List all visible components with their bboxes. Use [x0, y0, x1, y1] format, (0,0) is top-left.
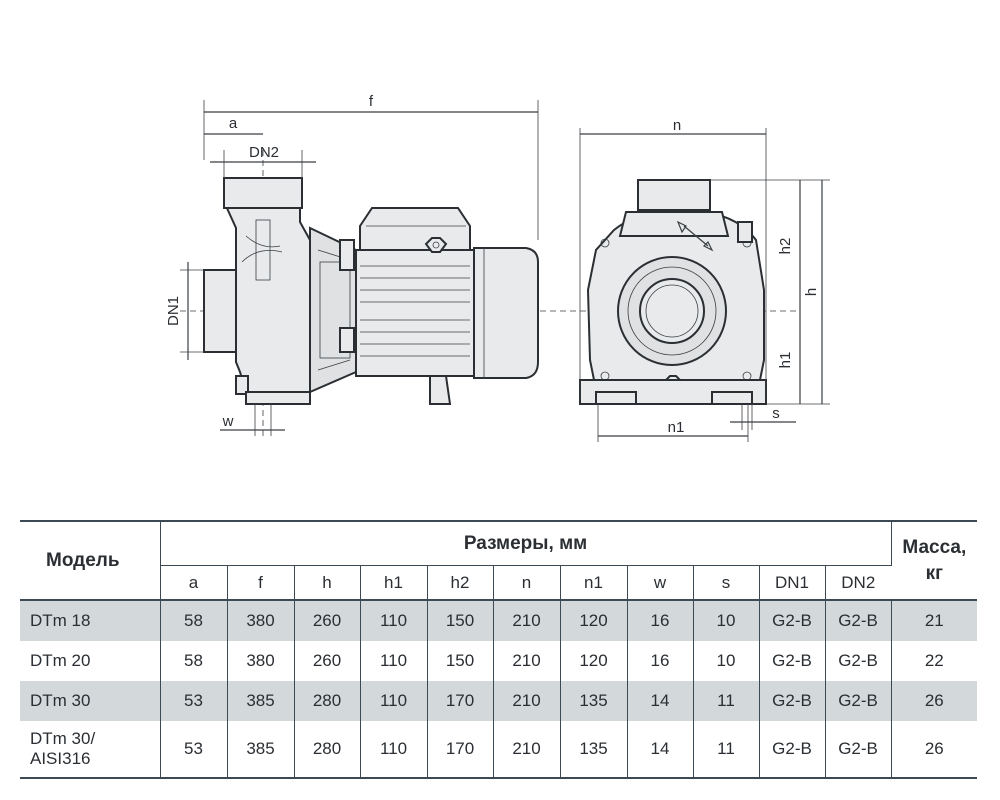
cell-n: 210: [492, 600, 560, 641]
column-header-h1: h1: [359, 565, 427, 601]
cell-a: 58: [159, 600, 227, 641]
dimensions-table: Модель Размеры, мм Масса,кг a f h h1 h2 …: [20, 520, 978, 779]
cell-s: 10: [692, 641, 759, 681]
cell-w: 14: [626, 721, 693, 779]
cell-dn1: G2-B: [758, 721, 825, 779]
cell-f: 380: [226, 600, 294, 641]
cell-n: 210: [492, 641, 560, 681]
cell-f: 380: [226, 641, 294, 681]
mass-header: Масса,кг: [891, 520, 978, 601]
cell-h2: 150: [426, 641, 493, 681]
dim-label-f: f: [369, 93, 374, 110]
dim-label-h1: h1: [777, 352, 794, 369]
model-cell: DTm 18: [20, 600, 160, 641]
column-header-n: n: [492, 565, 560, 601]
dim-label-s: s: [772, 405, 780, 422]
cell-s: 11: [692, 681, 759, 721]
column-header-s: s: [692, 565, 759, 601]
cell-w: 14: [626, 681, 693, 721]
cell-n1: 135: [559, 721, 627, 779]
model-cell: DTm 20: [30, 651, 91, 670]
dim-label-a: a: [229, 115, 238, 132]
cell-h: 260: [293, 600, 360, 641]
cell-w: 16: [626, 600, 693, 641]
cell-h1: 110: [359, 721, 427, 779]
cell-f: 385: [226, 681, 294, 721]
cell-mass: 26: [890, 681, 978, 721]
cell-h2: 170: [426, 681, 493, 721]
cell-a: 53: [159, 721, 227, 779]
cell-h1: 110: [359, 600, 427, 641]
model-cell: DTm 30: [20, 681, 160, 721]
cell-a: 53: [159, 681, 227, 721]
column-header-a: a: [159, 565, 227, 601]
pump-dimension-drawing: f a DN2 DN1 w: [165, 93, 830, 442]
cell-h1: 110: [359, 641, 427, 681]
cell-dn1: G2-B: [758, 681, 825, 721]
dim-label-h: h: [803, 288, 820, 296]
dim-label-n: n: [673, 117, 681, 134]
cell-h: 280: [293, 721, 360, 779]
cell-dn1: G2-B: [758, 600, 825, 641]
cell-n: 210: [492, 721, 560, 779]
cell-n1: 120: [559, 600, 627, 641]
dimensions-header: Размеры, мм: [159, 520, 892, 566]
column-header-h2: h2: [426, 565, 493, 601]
motor-fins: [360, 265, 470, 357]
dim-label-dn1: DN1: [165, 296, 182, 326]
cell-dn2: G2-B: [824, 721, 892, 779]
column-header-w: w: [626, 565, 693, 601]
cell-f: 385: [226, 721, 294, 779]
cell-dn2: G2-B: [824, 641, 892, 681]
column-header-n1: n1: [559, 565, 627, 601]
cell-s: 10: [692, 600, 759, 641]
cell-dn2: G2-B: [824, 681, 892, 721]
cell-mass: 26: [890, 721, 978, 779]
cell-dn2: G2-B: [824, 600, 892, 641]
cell-dn1: G2-B: [758, 641, 825, 681]
column-header-dn1: DN1: [758, 565, 825, 601]
cell-n: 210: [492, 681, 560, 721]
column-header-h: h: [293, 565, 360, 601]
table-row: DTm 20 58 380 260 110 150 210 120 16 10 …: [20, 641, 978, 681]
cell-mass: 21: [890, 600, 978, 641]
front-view: n n1 s h2 h1 h: [560, 117, 830, 442]
dim-label-n1: n1: [668, 419, 685, 436]
model-header: Модель: [20, 520, 160, 601]
table-row: DTm 18 58 380 260 110 150 210 120 16 10 …: [20, 600, 978, 641]
model-cell: DTm 30/AISI316: [20, 721, 160, 779]
dim-label-h2: h2: [777, 238, 794, 255]
cell-h: 280: [293, 681, 360, 721]
table-row: DTm 30/AISI316 53 385 280 110 170 210 13…: [20, 721, 978, 779]
cell-mass: 22: [890, 641, 978, 681]
cell-n1: 135: [559, 681, 627, 721]
cell-a: 58: [159, 641, 227, 681]
dim-label-w: w: [222, 413, 234, 430]
dim-label-dn2: DN2: [249, 144, 279, 161]
column-header-dn2: DN2: [824, 565, 892, 601]
cell-h2: 170: [426, 721, 493, 779]
cell-n1: 120: [559, 641, 627, 681]
side-view: f a DN2 DN1 w: [165, 93, 560, 440]
cell-s: 11: [692, 721, 759, 779]
cell-h2: 150: [426, 600, 493, 641]
cell-w: 16: [626, 641, 693, 681]
cell-h1: 110: [359, 681, 427, 721]
table-row: DTm 30 53 385 280 110 170 210 135 14 11 …: [20, 681, 978, 721]
cell-h: 260: [293, 641, 360, 681]
column-header-f: f: [226, 565, 294, 601]
